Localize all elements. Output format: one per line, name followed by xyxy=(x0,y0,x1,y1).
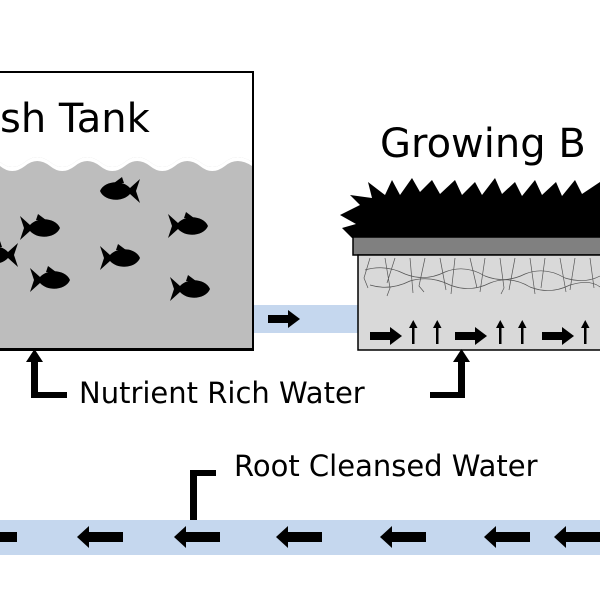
growing-bed: Growing B xyxy=(340,121,600,351)
nutrient-rich-water-label: Nutrient Rich Water xyxy=(79,376,365,410)
inlet-pipe xyxy=(254,305,358,333)
fish-tank-title: sh Tank xyxy=(0,96,151,142)
roots-icon xyxy=(363,257,600,297)
plant-icon xyxy=(340,178,600,238)
growing-bed-title: Growing B xyxy=(380,121,586,167)
fish-tank: sh Tank xyxy=(0,71,254,351)
root-cleansed-water-label: Root Cleansed Water xyxy=(234,449,538,483)
return-pipe xyxy=(0,520,600,555)
nutrient-bracket xyxy=(26,349,470,398)
